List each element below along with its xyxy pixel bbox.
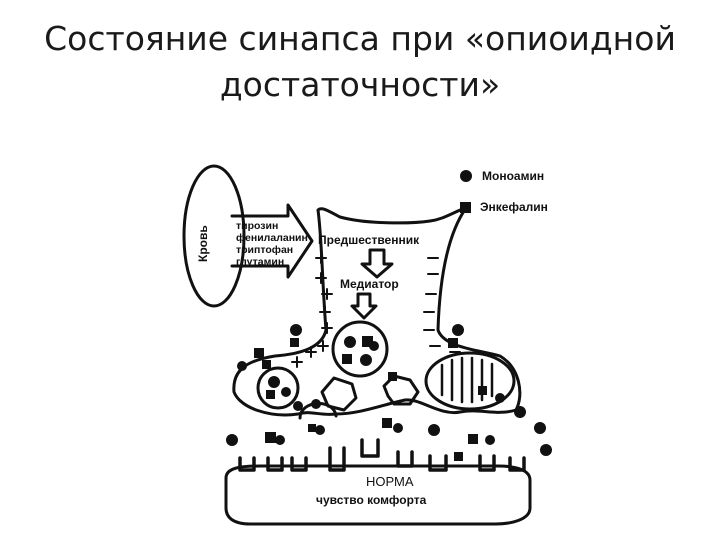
postsynaptic-cell: [224, 464, 532, 526]
vesicle-central: [331, 320, 389, 378]
minus-signs: [423, 257, 461, 353]
amino-acid-4: глутамин: [236, 256, 284, 268]
slide-title-line-2: достаточности»: [219, 65, 501, 104]
plus-signs: [291, 252, 333, 368]
blood-label: Кровь: [196, 225, 210, 262]
blood-vessel: [182, 164, 246, 308]
legend-monoamine-marker: [460, 170, 472, 182]
molecules: [226, 170, 552, 461]
receptors: [238, 438, 526, 472]
vesicle-arrow: [350, 292, 378, 320]
comfort-label: чувство комфорта: [316, 493, 427, 507]
amino-acid-2: фенилаланин: [236, 232, 308, 244]
mediator-arrow: [360, 248, 394, 279]
amino-acid-3: триптофан: [236, 244, 293, 256]
slide-title: Состояние синапса при «опиоидной достато…: [0, 16, 720, 108]
vesicle-left: [256, 366, 300, 410]
amino-acid-1: тирозин: [236, 220, 278, 232]
legend-monoamine-label: Моноамин: [482, 169, 544, 183]
transporter-left: [320, 376, 358, 412]
precursor-label: Предшественник: [318, 233, 420, 247]
legend-enkephalin-marker: [460, 202, 471, 213]
norm-label: НОРМА: [366, 474, 414, 489]
slide-title-line-1: Состояние синапса при «опиоидной: [44, 19, 676, 58]
legend-enkephalin-label: Энкефалин: [480, 200, 548, 214]
mitochondrion-cristae: [440, 356, 494, 404]
presynaptic-neuron: [232, 206, 522, 417]
mediator-label: Медиатор: [340, 277, 399, 291]
amino-acid-arrow: [230, 203, 314, 279]
mitochondrion: [424, 351, 516, 411]
